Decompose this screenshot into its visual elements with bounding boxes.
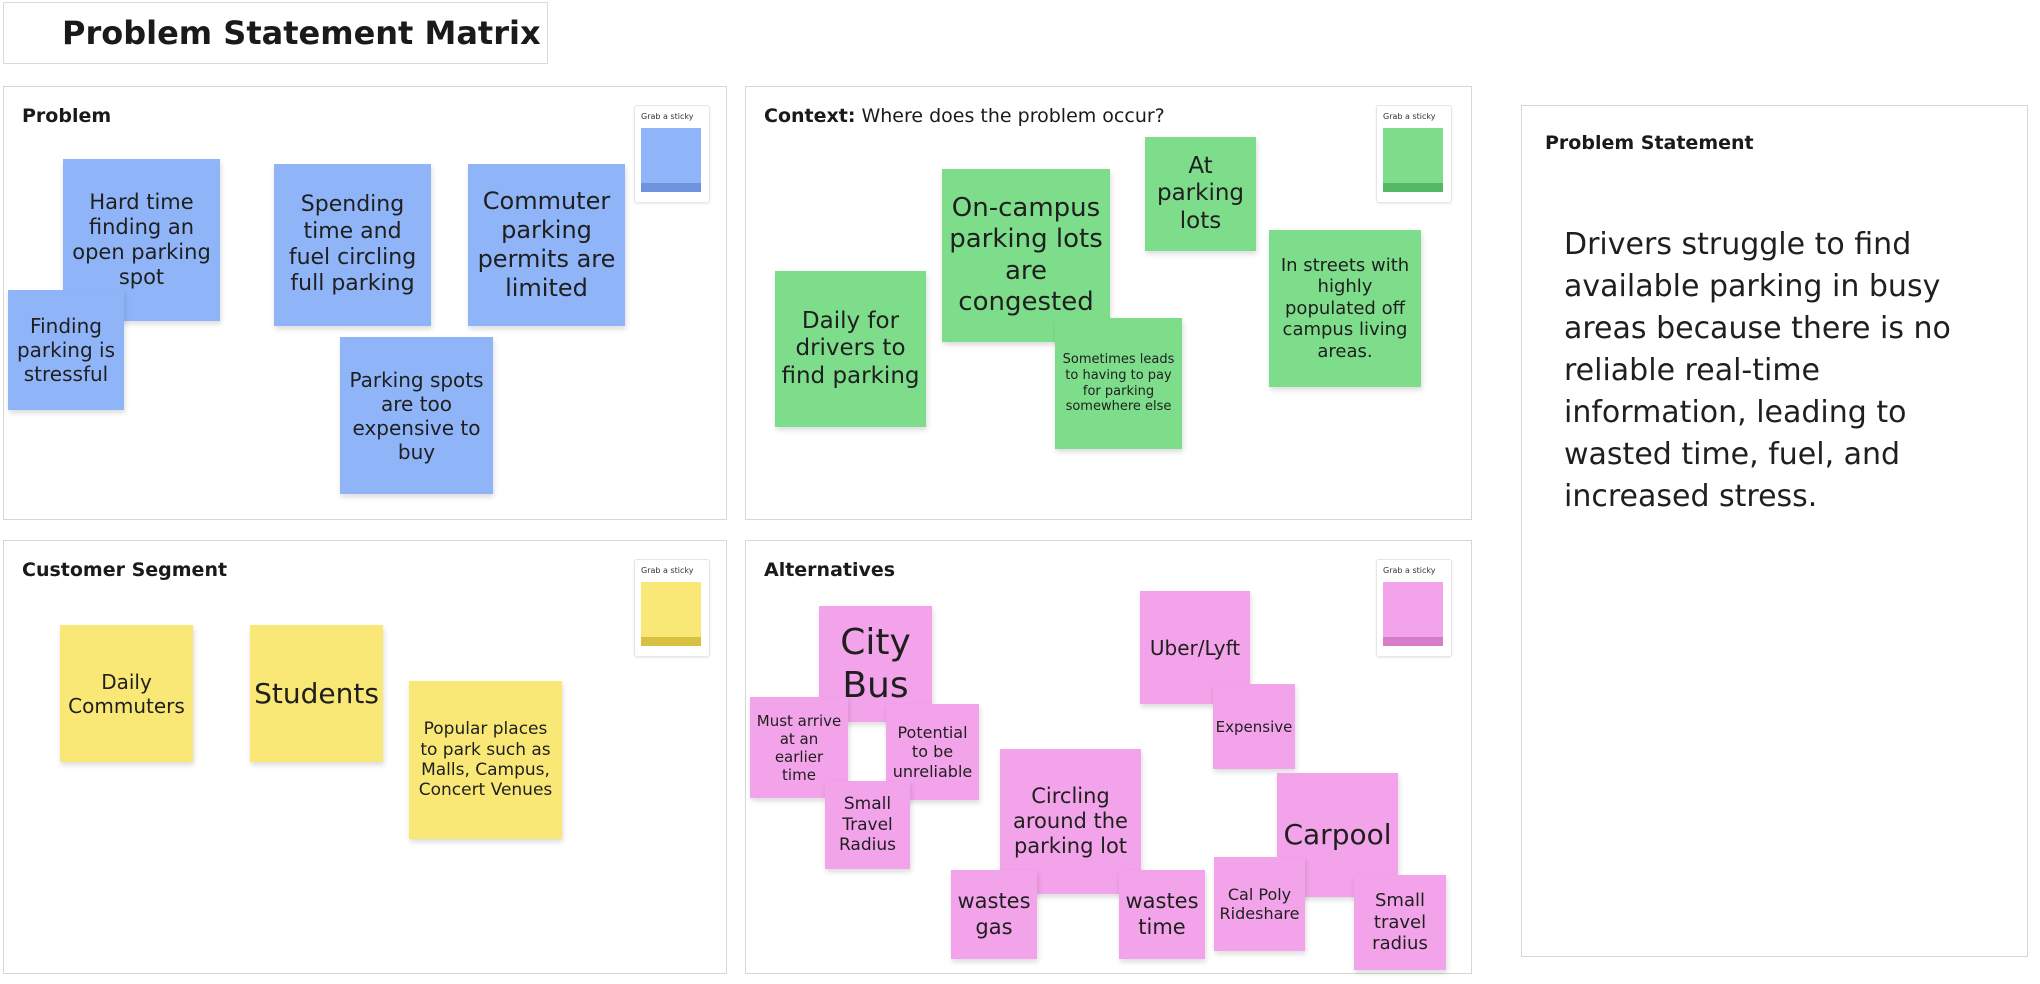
problem-statement-label: Problem Statement	[1545, 132, 1754, 154]
sticky-note[interactable]: On-campus parking lots are congested	[942, 169, 1110, 342]
problem-statement-text[interactable]: Drivers struggle to find available parki…	[1564, 227, 1951, 514]
frame-problem[interactable]: Problem Grab a sticky Hard time finding …	[3, 86, 727, 520]
problem-statement-panel[interactable]: Problem Statement Drivers struggle to fi…	[1521, 105, 2028, 957]
sticky-note[interactable]: Finding parking is stressful	[8, 290, 124, 410]
frame-alternatives[interactable]: Alternatives Grab a sticky City Bus Must…	[745, 540, 1472, 974]
grab-sticky-blue[interactable]: Grab a sticky	[634, 105, 710, 203]
sticky-note[interactable]: Small Travel Radius	[825, 781, 910, 869]
grab-sticky-pink[interactable]: Grab a sticky	[1376, 559, 1452, 657]
frame-problem-label: Problem	[22, 105, 112, 127]
sticky-swatch-green	[1383, 128, 1443, 192]
sticky-note[interactable]: In streets with highly populated off cam…	[1269, 230, 1421, 387]
sticky-note[interactable]: Cal Poly Rideshare	[1214, 857, 1305, 951]
grab-sticky-label: Grab a sticky	[641, 112, 694, 121]
grab-sticky-label: Grab a sticky	[641, 566, 694, 575]
sticky-note[interactable]: Parking spots are too expensive to buy	[340, 337, 493, 494]
frame-context[interactable]: Context: Where does the problem occur? G…	[745, 86, 1472, 520]
grab-sticky-label: Grab a sticky	[1383, 112, 1436, 121]
sticky-note[interactable]: Popular places to park such as Malls, Ca…	[409, 681, 562, 839]
frame-customer-segment[interactable]: Customer Segment Grab a sticky Daily Com…	[3, 540, 727, 974]
grab-sticky-green[interactable]: Grab a sticky	[1376, 105, 1452, 203]
sticky-swatch-pink	[1383, 582, 1443, 646]
grab-sticky-label: Grab a sticky	[1383, 566, 1436, 575]
sticky-note[interactable]: Small travel radius	[1354, 875, 1446, 970]
grab-sticky-yellow[interactable]: Grab a sticky	[634, 559, 710, 657]
sticky-note[interactable]: Sometimes leads to having to pay for par…	[1055, 318, 1182, 449]
frame-context-label: Context: Where does the problem occur?	[764, 105, 1165, 127]
sticky-note[interactable]: Expensive	[1213, 684, 1295, 769]
sticky-note[interactable]: wastes gas	[951, 870, 1037, 959]
sticky-note[interactable]: Circling around the parking lot	[1000, 749, 1141, 894]
sticky-note[interactable]: Daily for drivers to find parking	[775, 271, 926, 427]
sticky-note[interactable]: City Bus	[819, 606, 932, 722]
sticky-note[interactable]: At parking lots	[1145, 137, 1256, 251]
sticky-note[interactable]: Commuter parking permits are limited	[468, 164, 625, 326]
frame-customer-segment-label: Customer Segment	[22, 559, 228, 581]
sticky-swatch-yellow	[641, 582, 701, 646]
sticky-note[interactable]: Students	[250, 625, 383, 762]
sticky-note[interactable]: Daily Commuters	[60, 625, 193, 762]
frame-alternatives-label: Alternatives	[764, 559, 896, 581]
board-title[interactable]: Problem Statement Matrix	[3, 2, 548, 64]
sticky-swatch-blue	[641, 128, 701, 192]
board-title-text: Problem Statement Matrix	[62, 14, 541, 52]
sticky-note[interactable]: Spending time and fuel circling full par…	[274, 164, 431, 326]
sticky-note[interactable]: wastes time	[1119, 870, 1205, 959]
